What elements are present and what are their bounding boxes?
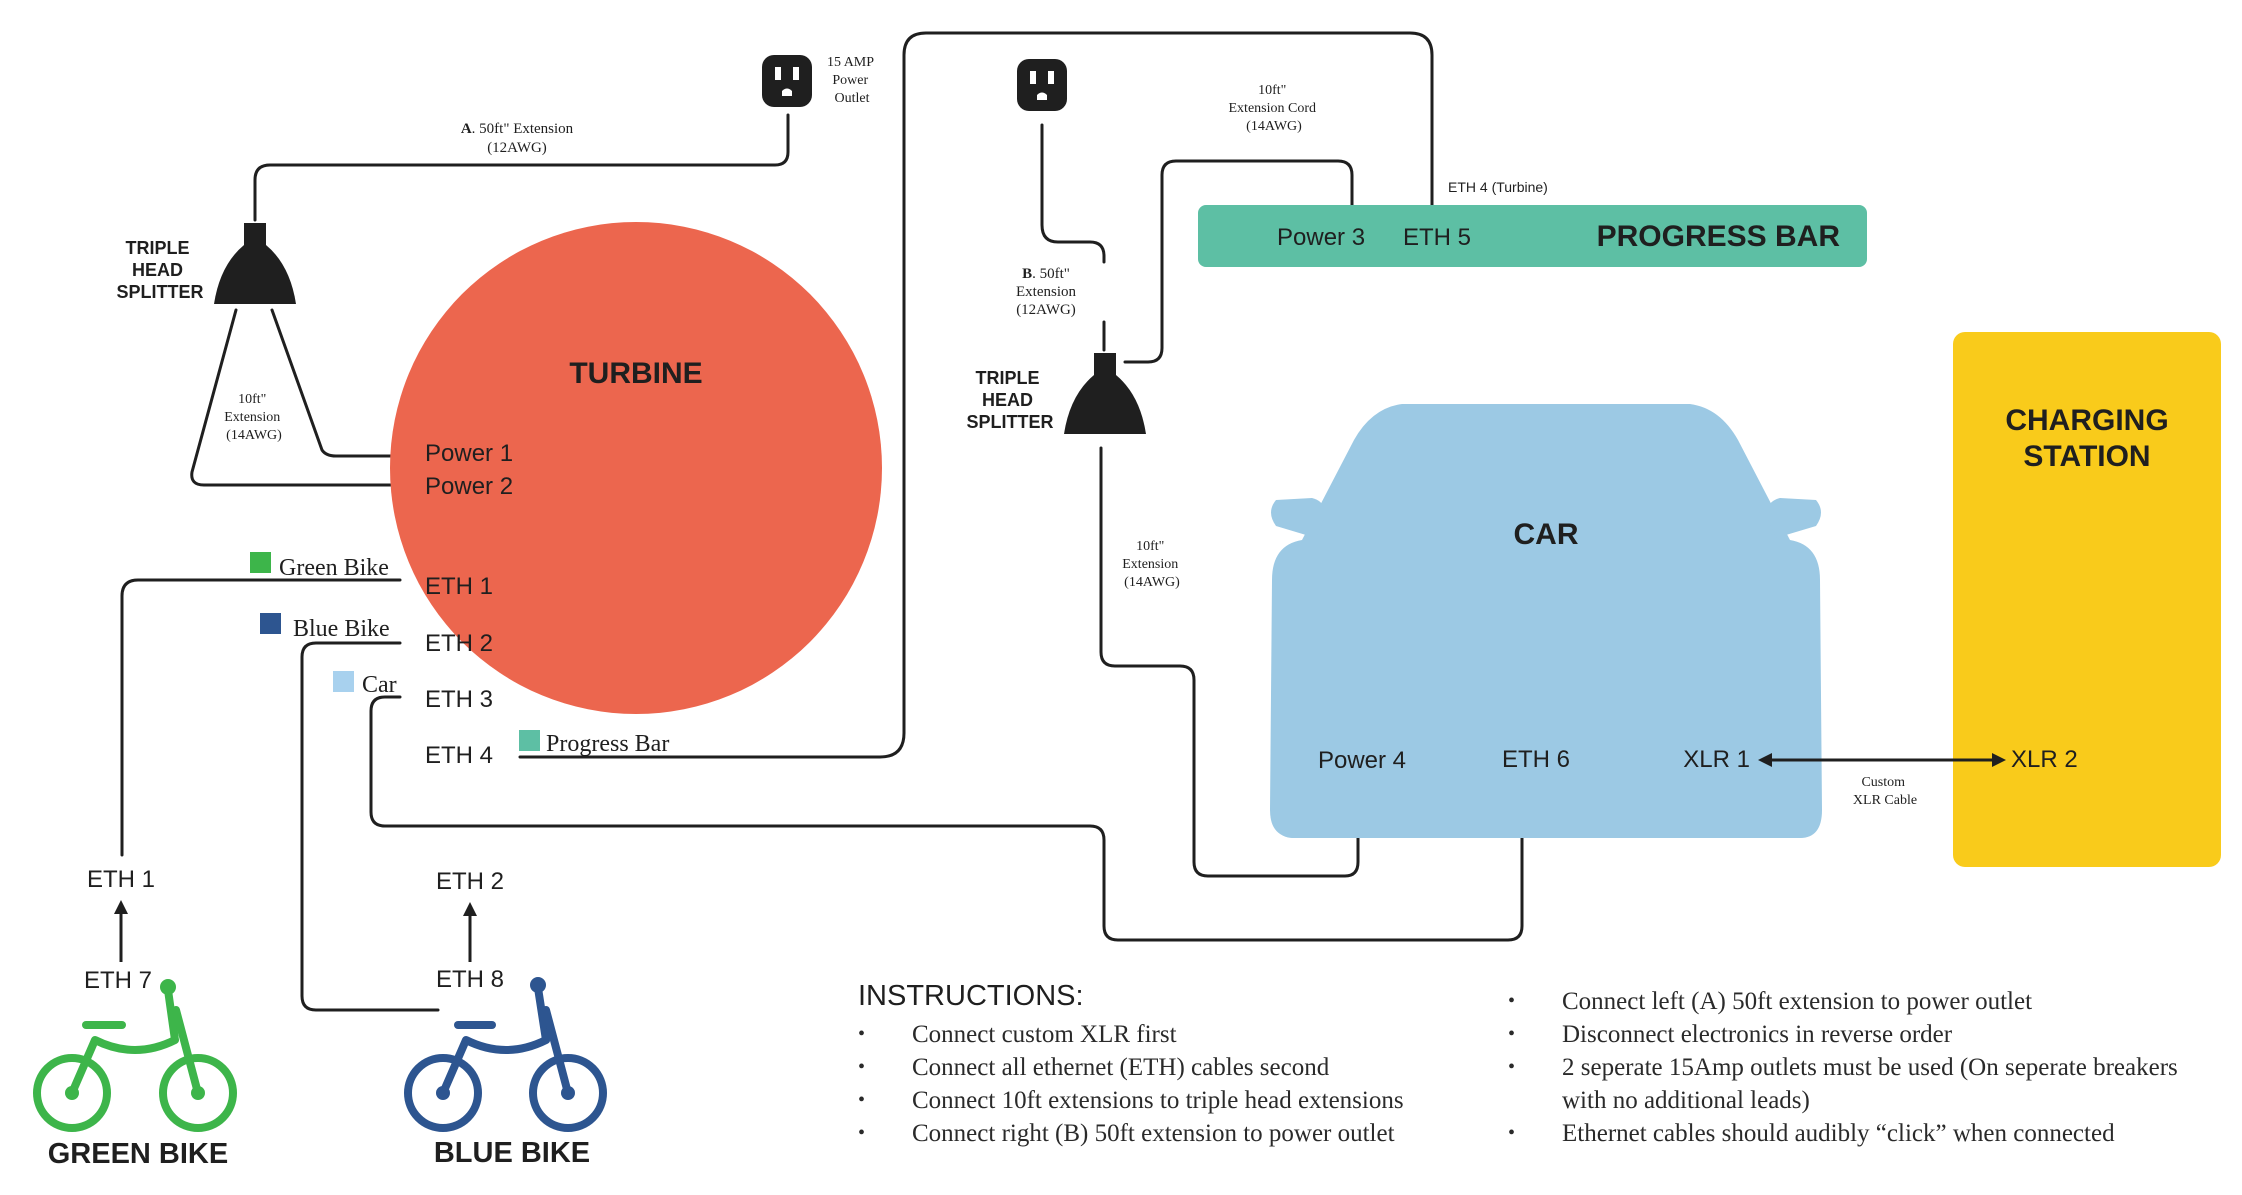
legend-blue-swatch: [260, 613, 281, 634]
instruction-item: Ethernet cables should audibly “click” w…: [1508, 1117, 2198, 1150]
ext-left-short-1: 10ft": [238, 392, 266, 407]
instruction-item: 2 seperate 15Amp outlets must be used (O…: [1508, 1051, 2198, 1117]
turbine-power1: Power 1: [425, 440, 513, 467]
outlet-label-line2: Power: [832, 73, 868, 88]
xlr-cable-arrow: [1758, 753, 2006, 767]
svg-text:TRIPLE HEAD SPLITTER: TRIPLE HEAD SPLITTER: [116, 238, 203, 302]
progress-bar-box: [1198, 205, 1867, 267]
legend-green-swatch: [250, 552, 271, 573]
blue-eth-port: ETH 8: [436, 966, 504, 993]
xlr-cable-label-2: XLR Cable: [1853, 793, 1917, 808]
green-eth-top: ETH 1: [87, 866, 155, 893]
car-power4: Power 4: [1318, 747, 1406, 774]
legend-blue-label: Blue Bike: [293, 616, 390, 642]
left-splitter-label-1: TRIPLE: [125, 238, 189, 258]
instruction-item: Disconnect electronics in reverse order: [1508, 1018, 2198, 1051]
cable-eth2-blue: [300, 641, 440, 1012]
legend-progress-label: Progress Bar: [546, 731, 669, 757]
svg-text:TRIPLE HEAD SPLITTER: TRIPLE HEAD SPLITTER: [966, 368, 1053, 432]
instructions-right-list: Connect left (A) 50ft extension to power…: [1508, 985, 2198, 1150]
instructions-title: INSTRUCTIONS:: [858, 980, 1084, 1012]
legend-green-label: Green Bike: [279, 555, 389, 581]
legend-progress-swatch: [519, 730, 540, 751]
svg-text:15 AMP Power Outlet: 15 AMP Power Outlet: [827, 55, 877, 106]
cable-eth3-car: [369, 695, 1524, 942]
left-splitter-label-3: SPLITTER: [116, 282, 203, 302]
ext-top-cord-2: Extension Cord: [1229, 101, 1317, 116]
legend-car-label: Car: [362, 672, 397, 698]
turbine-eth1: ETH 1: [425, 573, 493, 600]
charging-title-2: STATION: [2023, 440, 2150, 473]
ext-b-label: B. 50ft": [1022, 266, 1070, 282]
progress-power3: Power 3: [1277, 224, 1365, 251]
green-bike-icon: [33, 986, 237, 1132]
turbine-eth4: ETH 4: [425, 742, 493, 769]
xlr-cable-label-1: Custom: [1861, 775, 1905, 790]
charging-title-1: CHARGING: [2005, 404, 2168, 437]
blue-bike-name: BLUE BIKE: [434, 1137, 590, 1169]
right-splitter-icon: [1064, 353, 1146, 434]
ext-b-line2: Extension: [1016, 284, 1076, 300]
svg-text:10ft" Extension (14AWG: 10ft" Extension (14AWG): [224, 392, 284, 443]
car-title: CAR: [1514, 518, 1579, 551]
blue-eth-arrow: [463, 902, 477, 962]
legend-car-swatch: [333, 671, 354, 692]
cable-a-50ft: [253, 113, 790, 222]
green-eth-arrow: [114, 900, 128, 962]
progress-bar-title: PROGRESS BAR: [1597, 220, 1841, 253]
turbine-circle: [390, 222, 882, 714]
left-splitter-label-2: HEAD: [132, 260, 183, 280]
blue-eth-top: ETH 2: [436, 868, 504, 895]
svg-text:Custom XLR Cable: Custom XLR Cable: [1853, 775, 1917, 808]
outlet-left-icon: [762, 55, 812, 107]
instruction-item: Connect custom XLR first: [858, 1018, 1498, 1051]
car-xlr1: XLR 1: [1683, 746, 1750, 773]
ext-left-short-3: (14AWG): [226, 428, 282, 443]
charging-station-box: [1953, 332, 2221, 867]
ext-right-short-1: 10ft": [1136, 539, 1164, 554]
blue-bike-icon: [404, 984, 607, 1132]
svg-text:10ft" Extension Cord (: 10ft" Extension Cord (14AWG): [1229, 83, 1320, 134]
cable-eth4-progress: [518, 31, 1434, 759]
ext-a-label: A. 50ft" Extension: [461, 121, 574, 137]
green-bike-name: GREEN BIKE: [48, 1138, 228, 1170]
right-splitter-label-1: TRIPLE: [975, 368, 1039, 388]
cable-left-splitter-power1: [270, 308, 402, 458]
instruction-item: Connect left (A) 50ft extension to power…: [1508, 985, 2198, 1018]
ext-left-short-2: Extension: [224, 410, 280, 425]
progress-eth4-turbine-label: ETH 4 (Turbine): [1448, 179, 1548, 195]
ext-right-short-2: Extension: [1122, 557, 1178, 572]
turbine-eth3: ETH 3: [425, 686, 493, 713]
outlet-label-line1: 15 AMP: [827, 55, 874, 70]
instructions-left-list: Connect custom XLR first Connect all eth…: [858, 1018, 1498, 1150]
ext-top-cord-1: 10ft": [1258, 83, 1286, 98]
car-silhouette: [1270, 404, 1822, 838]
green-eth-port: ETH 7: [84, 967, 152, 994]
right-splitter-label-2: HEAD: [982, 390, 1033, 410]
svg-text:10ft" Extension (14AWG: 10ft" Extension (14AWG): [1122, 539, 1182, 590]
instruction-item: Connect all ethernet (ETH) cables second: [858, 1051, 1498, 1084]
turbine-eth2: ETH 2: [425, 630, 493, 657]
cable-left-splitter-power2: [190, 308, 402, 487]
cable-splitter-power4: [1099, 446, 1360, 878]
right-splitter-label-3: SPLITTER: [966, 412, 1053, 432]
progress-eth5: ETH 5: [1403, 224, 1471, 251]
instruction-item: Connect 10ft extensions to triple head e…: [858, 1084, 1498, 1117]
ext-a-gauge: (12AWG): [487, 140, 547, 156]
cable-b-50ft: [1040, 123, 1106, 264]
left-splitter-icon: [214, 223, 296, 304]
instruction-item: Connect right (B) 50ft extension to powe…: [858, 1117, 1498, 1150]
turbine-title: TURBINE: [569, 357, 702, 390]
turbine-power2: Power 2: [425, 473, 513, 500]
ext-right-short-3: (14AWG): [1124, 575, 1180, 590]
cable-eth1-green: [120, 578, 402, 857]
ext-b-gauge: (12AWG): [1016, 302, 1076, 318]
outlet-label-line3: Outlet: [835, 91, 870, 106]
outlet-right-icon: [1017, 59, 1067, 111]
ext-top-cord-3: (14AWG): [1246, 119, 1302, 134]
car-eth6: ETH 6: [1502, 746, 1570, 773]
charging-xlr2: XLR 2: [2011, 746, 2078, 773]
cable-splitter-power3: [1123, 159, 1354, 364]
